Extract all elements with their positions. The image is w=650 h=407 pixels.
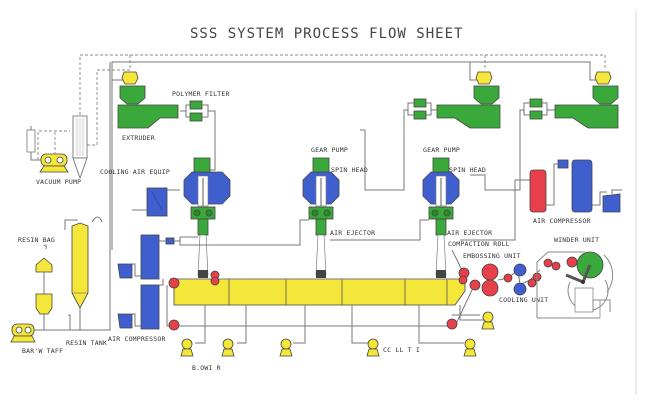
extruder-label: EXTRUDER bbox=[122, 134, 155, 142]
diagram-title: SSS SYSTEM PROCESS FLOW SHEET bbox=[190, 26, 463, 42]
blower-2 bbox=[221, 338, 235, 357]
barrow-tank-label: BAR'W TAFF bbox=[22, 347, 63, 355]
spin-line-3 bbox=[422, 157, 460, 278]
barrow-tank bbox=[10, 323, 36, 343]
cyclone-filter bbox=[72, 69, 130, 180]
embossing-unit-label: EMBOSSING UNIT bbox=[463, 252, 521, 260]
hopper-1 bbox=[121, 71, 139, 85]
cooling-air-equip bbox=[132, 187, 180, 217]
resin-tank bbox=[44, 62, 111, 331]
blower-1 bbox=[180, 338, 194, 357]
polymer-filter-2 bbox=[360, 98, 437, 191]
air-compressor-left-label: AIR COMPRESSOR bbox=[108, 335, 166, 343]
extruder-3 bbox=[554, 85, 619, 129]
compressor-pipe bbox=[460, 179, 530, 241]
resin-bag bbox=[28, 244, 53, 331]
blower-6 bbox=[481, 311, 495, 330]
forming-belt bbox=[166, 270, 480, 331]
compaction-roll-label: COMPACTION ROLL bbox=[448, 240, 510, 248]
spin-line-2 bbox=[302, 157, 340, 278]
gear-pump-label-1: GEAR PUMP bbox=[311, 146, 348, 154]
hopper-3 bbox=[594, 71, 612, 85]
blower-4 bbox=[366, 338, 380, 357]
blower-5 bbox=[463, 338, 477, 357]
vacuum-pump bbox=[26, 126, 70, 173]
vacuum-pump-label: VACUUM PUMP bbox=[36, 178, 81, 186]
blower-3 bbox=[279, 338, 293, 357]
pointer-arrow bbox=[451, 249, 463, 271]
ejector-pipe-2 bbox=[179, 219, 309, 246]
air-compressor-left bbox=[117, 234, 180, 330]
resin-bag-label: RESIN BAG bbox=[18, 236, 55, 244]
extruder-1 bbox=[117, 85, 179, 129]
gear-pump-label-2: GEAR PUMP bbox=[423, 146, 460, 154]
air-ejector-label-1: AIR EJECTOR bbox=[330, 229, 375, 237]
spin-line-1 bbox=[183, 157, 231, 278]
polymer-filter-label: POLYMER FILTER bbox=[172, 90, 230, 98]
cooling-unit bbox=[497, 263, 542, 296]
ejector-pipe-3 bbox=[330, 219, 429, 241]
winder-unit-label: WINDER UNIT bbox=[554, 236, 599, 244]
resin-tank-label: RESIN TANK bbox=[66, 339, 107, 347]
spin-head-label-2: SPIN HEAD bbox=[449, 166, 486, 174]
polymer-filter-1 bbox=[180, 100, 216, 171]
collector-label: CC LL T I bbox=[383, 346, 420, 354]
hopper-2 bbox=[475, 71, 493, 85]
blowers bbox=[195, 305, 486, 344]
polymer-filter-3 bbox=[470, 98, 555, 191]
embossing-unit bbox=[458, 263, 499, 297]
cooling-unit-label: COOLING UNIT bbox=[499, 296, 548, 304]
air-compressor-right bbox=[529, 159, 622, 213]
ejector-pipe-1 bbox=[179, 236, 198, 245]
spin-head-label-1: SPIN HEAD bbox=[331, 166, 368, 174]
air-ejector-label-2: AIR EJECTOR bbox=[447, 229, 492, 237]
blower-label: B.OWI R bbox=[192, 364, 221, 372]
cooling-air-equip-label: COOLING AIR EQUIP bbox=[100, 168, 170, 176]
air-compressor-right-label: AIR COMPRESSOR bbox=[533, 217, 591, 225]
winder-unit bbox=[536, 251, 614, 319]
extruder-2 bbox=[436, 85, 501, 129]
